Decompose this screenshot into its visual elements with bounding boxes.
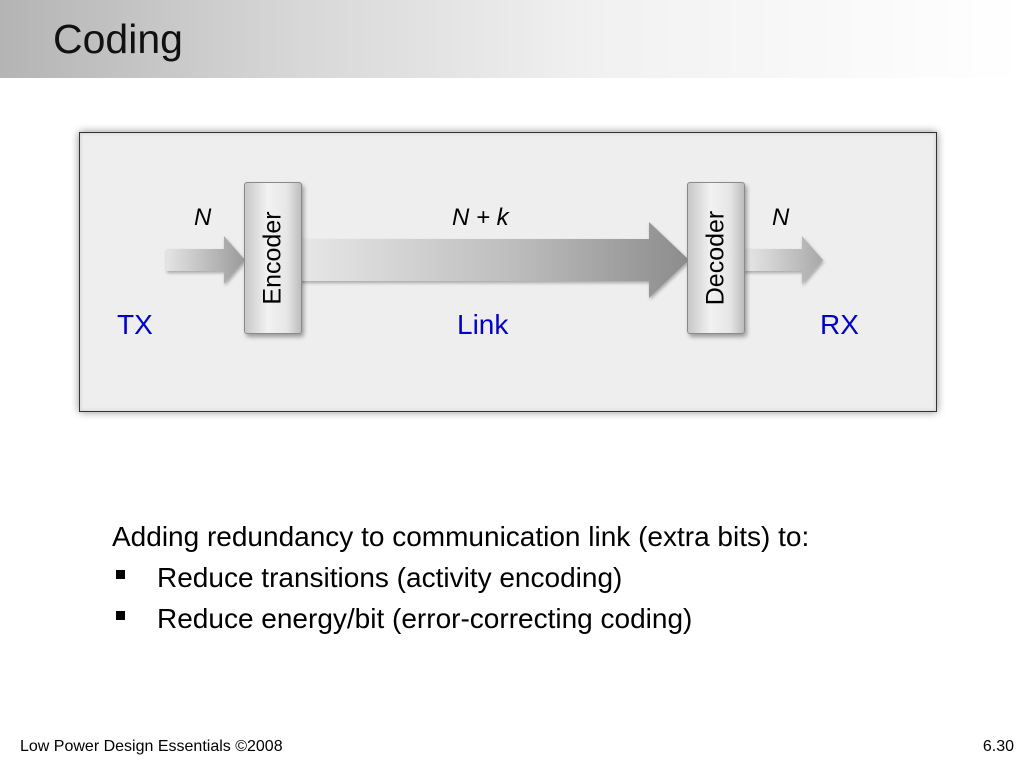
slide-title: Coding [53, 16, 183, 62]
square-bullet-icon [116, 611, 125, 620]
footer-copyright: Low Power Design Essentials ©2008 [20, 738, 283, 755]
decoder-block: Decoder [687, 182, 745, 334]
square-bullet-icon [116, 570, 125, 579]
link-width-label: N + k [452, 204, 509, 231]
tx-label: TX [117, 309, 153, 340]
link-arrow [299, 222, 689, 298]
encoder-label: Encoder [258, 211, 287, 305]
bullet-text: Reduce transitions (activity encoding) [157, 562, 623, 593]
input-width-label: N [194, 204, 212, 231]
encoder-block: Encoder [244, 182, 302, 334]
output-width-label: N [772, 204, 790, 231]
page-number: 6.30 [982, 738, 1014, 755]
link-label: Link [457, 309, 509, 340]
bullet-list: Reduce transitions (activity encoding) R… [112, 557, 992, 639]
rx-label: RX [820, 309, 859, 340]
intro-line: Adding redundancy to communication link … [112, 521, 810, 552]
bullet-item: Reduce transitions (activity encoding) [112, 557, 992, 598]
input-arrow [166, 236, 245, 284]
bullet-item: Reduce energy/bit (error-correcting codi… [112, 598, 992, 639]
output-arrow [743, 236, 823, 284]
bullet-text: Reduce energy/bit (error-correcting codi… [157, 603, 693, 634]
decoder-label: Decoder [701, 210, 730, 306]
body-text: Adding redundancy to communication link … [112, 516, 992, 639]
title-bar [0, 0, 1024, 78]
